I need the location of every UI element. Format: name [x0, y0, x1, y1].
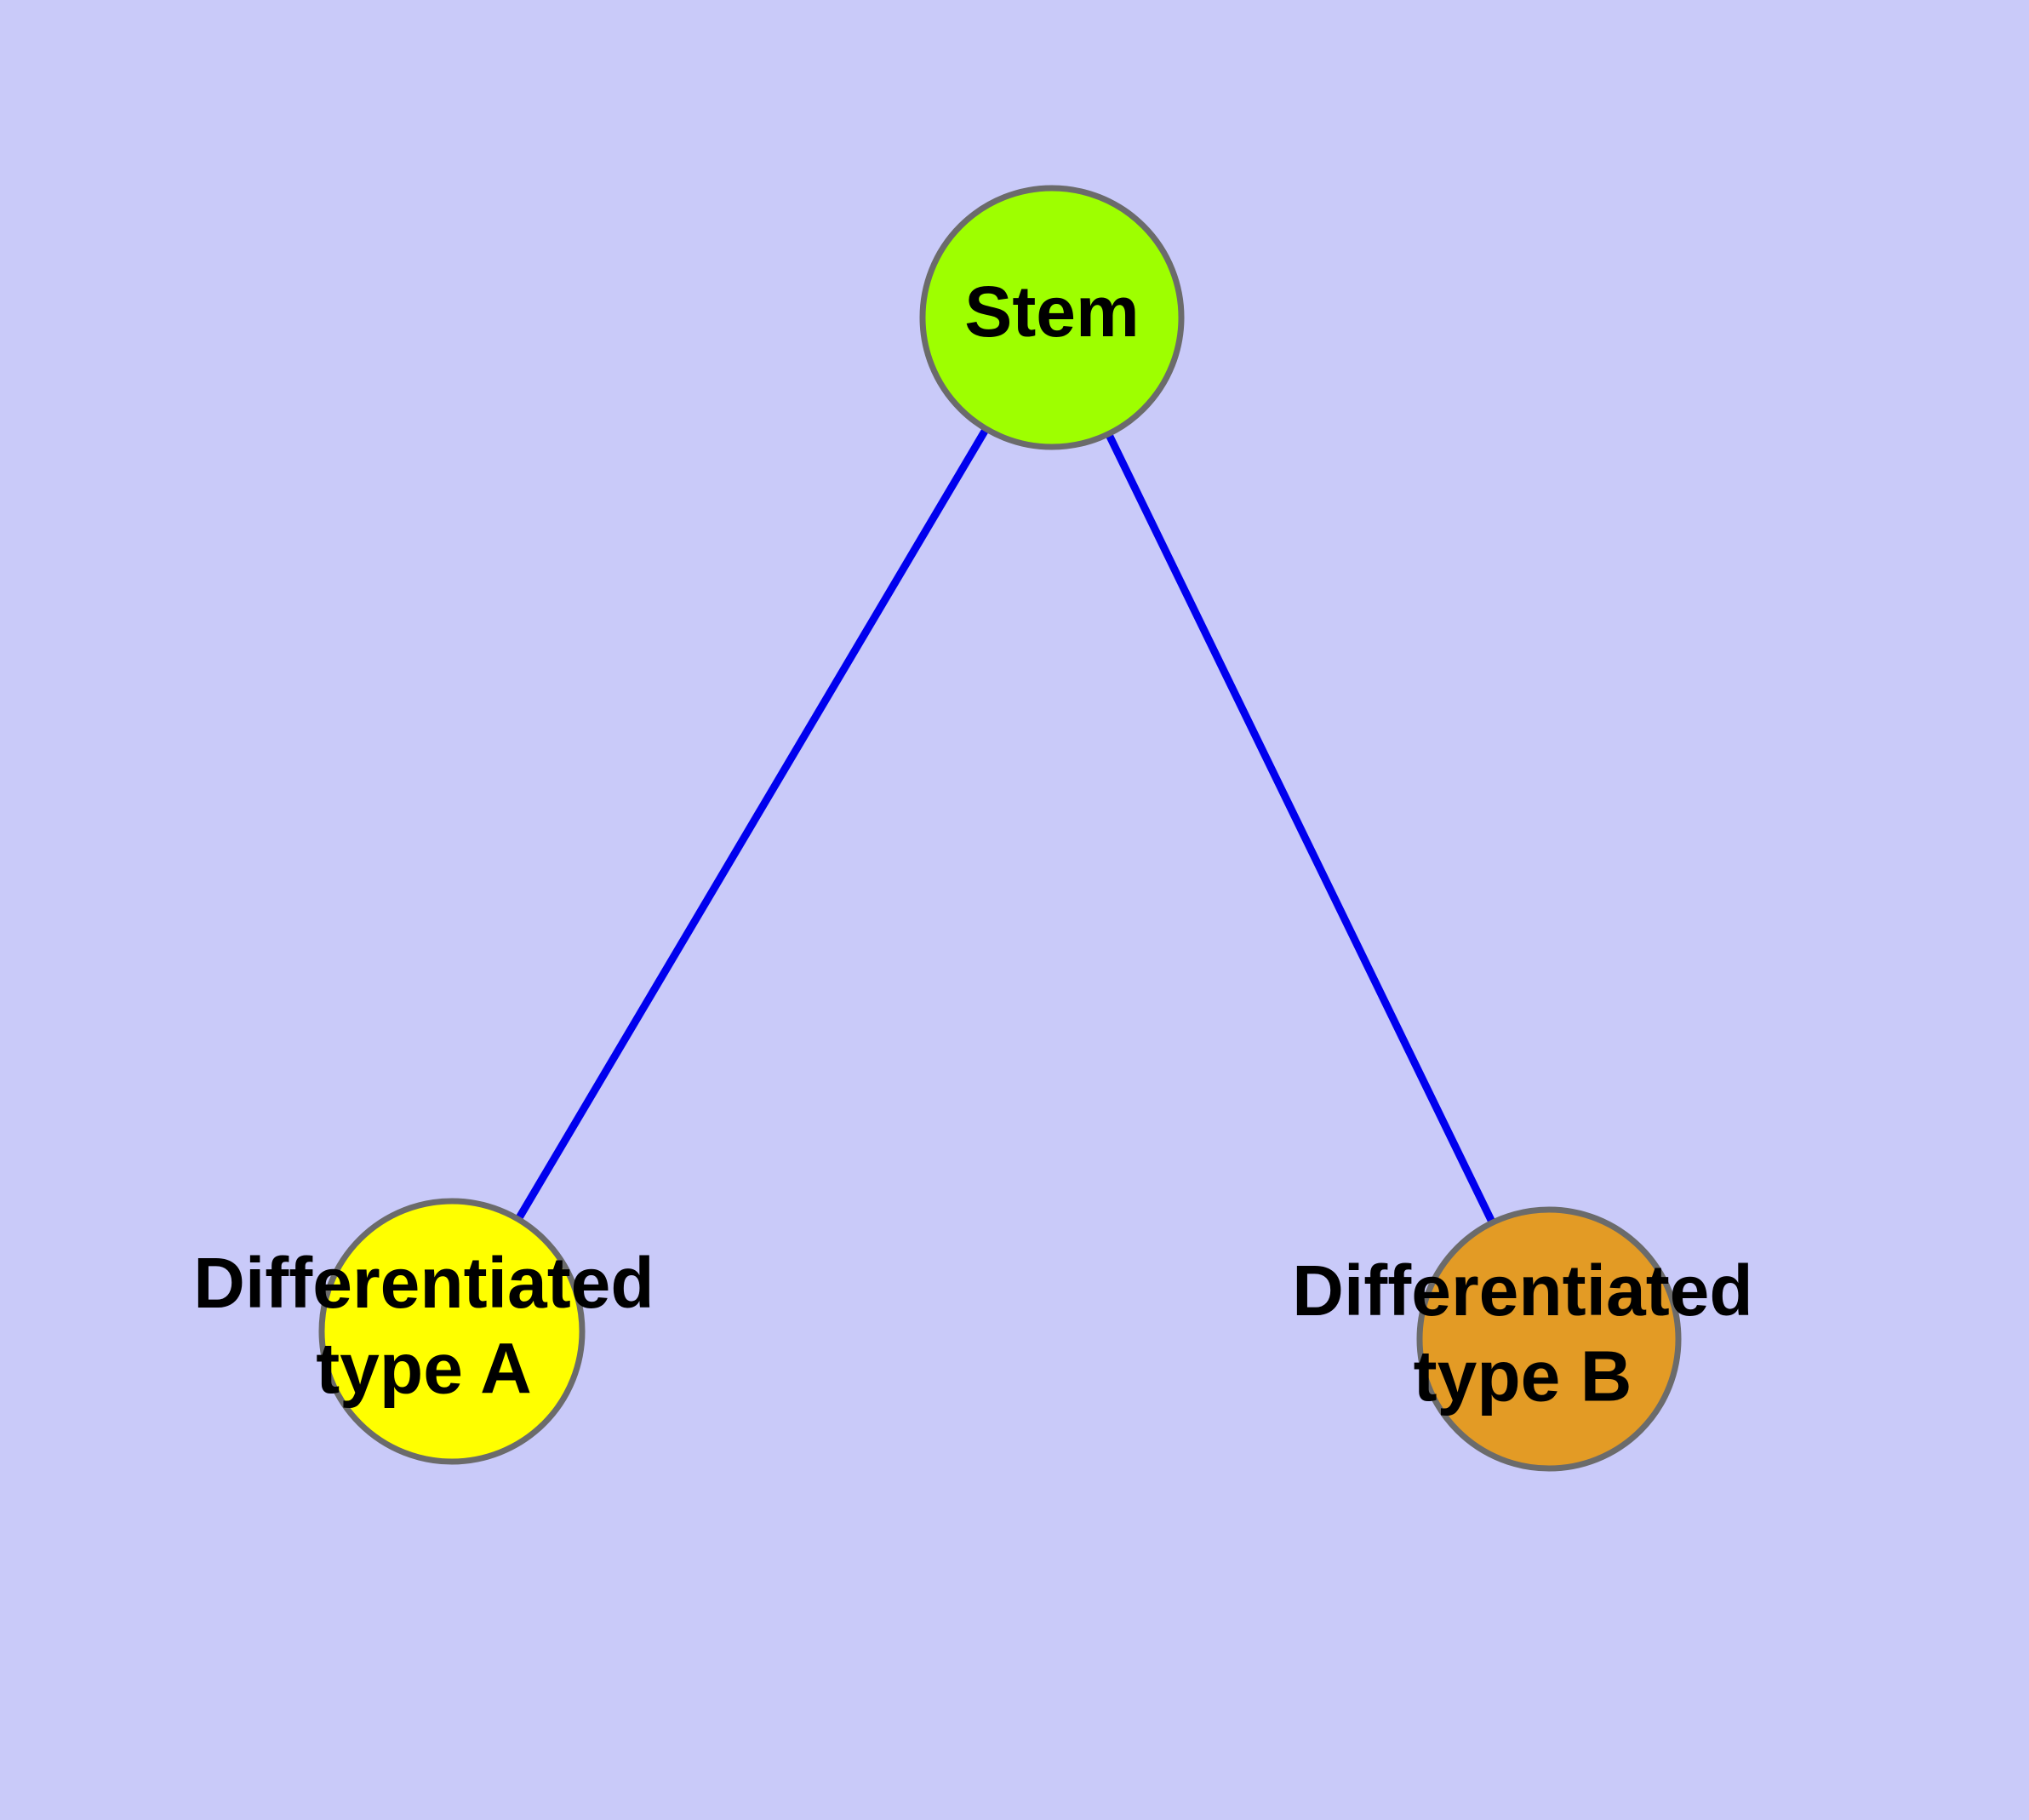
- edge-stem-to-diff-b: [1103, 429, 1498, 1228]
- node-label-line-diff_b-1: type B: [1414, 1336, 1632, 1417]
- node-label-line-diff_a-0: Differentiated: [193, 1243, 654, 1323]
- edge-stem-to-diff-a: [513, 424, 992, 1225]
- node-label-stem: Stem: [964, 272, 1139, 352]
- node-diff_a[interactable]: [318, 1198, 586, 1465]
- node-label-line-diff_a-1: type A: [316, 1329, 532, 1409]
- edge-layer: [513, 424, 1498, 1228]
- node-layer: [318, 185, 1682, 1472]
- node-label-line-diff_b-0: Differentiated: [1292, 1251, 1752, 1331]
- node-diff_b[interactable]: [1416, 1206, 1682, 1472]
- node-stem[interactable]: [919, 185, 1185, 450]
- node-label-line-stem-0: Stem: [964, 272, 1139, 352]
